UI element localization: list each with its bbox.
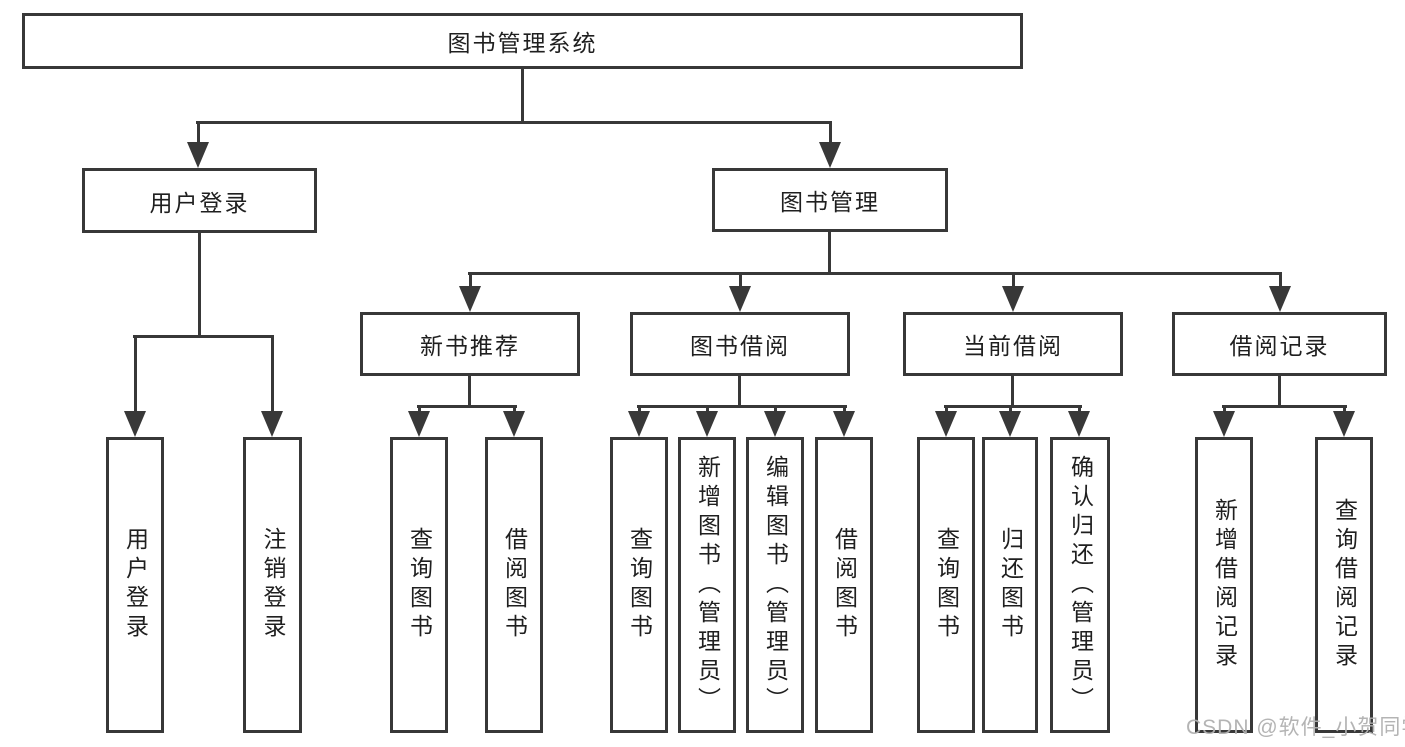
leaf-borrow-books-recommend: 借阅图书: [485, 437, 543, 733]
leaf-logout-label: 注销登录: [260, 527, 286, 643]
arrow-to-leaf-add-borrow-record: [1213, 405, 1235, 437]
arrow-head-icon: [764, 411, 786, 437]
arrow-to-user-login: [187, 121, 209, 168]
arrow-to-book-borrow: [729, 272, 751, 312]
arrow-to-leaf-query-books-current: [935, 405, 957, 437]
arrow-to-current-borrow: [1002, 272, 1024, 312]
arrow-to-leaf-user-login: [124, 335, 146, 437]
arrow-to-leaf-return-books: [999, 405, 1021, 437]
node-book-management: 图书管理: [712, 168, 948, 232]
arrow-to-leaf-confirm-return-admin: [1068, 405, 1090, 437]
arrow-to-new-book-recommend: [459, 272, 481, 312]
leaf-add-book-admin-label: 新增图书（管理员）: [694, 454, 721, 716]
arrow-head-icon: [1333, 411, 1355, 437]
leaf-borrow-books: 借阅图书: [815, 437, 873, 733]
arrow-head-icon: [459, 286, 481, 312]
arrow-head-icon: [408, 411, 430, 437]
arrow-head-icon: [1269, 286, 1291, 312]
arrow-head-icon: [935, 411, 957, 437]
leaf-query-books-borrow-label: 查询图书: [626, 527, 653, 643]
connector-borrow-records-bus: [1222, 405, 1347, 408]
arrow-head-icon: [1002, 286, 1024, 312]
arrow-to-leaf-borrow-books: [833, 405, 855, 437]
arrow-head-icon: [503, 411, 525, 437]
arrow-head-icon: [261, 411, 283, 437]
arrow-head-icon: [124, 411, 146, 437]
node-root-library-system: 图书管理系统: [22, 13, 1023, 69]
node-book-management-label: 图书管理: [780, 189, 880, 215]
node-user-login-label: 用户登录: [149, 189, 250, 216]
arrow-to-borrow-records: [1269, 272, 1291, 312]
leaf-query-books-current-label: 查询图书: [933, 527, 960, 643]
arrow-head-icon: [1213, 411, 1235, 437]
connector-book-borrow-bus: [637, 405, 847, 408]
arrow-head-icon: [819, 142, 841, 168]
connector-new-book-stem: [468, 376, 471, 407]
connector-current-borrow-stem: [1011, 376, 1014, 407]
csdn-watermark: CSDN @软件_小贺同学: [1186, 716, 1405, 739]
leaf-logout: 注销登录: [243, 437, 302, 733]
leaf-add-borrow-record-label: 新增借阅记录: [1211, 498, 1238, 672]
node-root-label: 图书管理系统: [447, 30, 598, 56]
node-book-borrow: 图书借阅: [630, 312, 850, 376]
leaf-user-login-label: 用户登录: [122, 527, 149, 643]
leaf-add-borrow-record: 新增借阅记录: [1195, 437, 1253, 733]
node-current-borrow-label: 当前借阅: [963, 333, 1063, 359]
leaf-user-login: 用户登录: [106, 437, 164, 733]
connector-current-borrow-bus: [944, 405, 1082, 408]
arrow-head-icon: [833, 411, 855, 437]
connector-level3-bus: [468, 272, 1282, 275]
arrow-head-icon: [1068, 411, 1090, 437]
node-current-borrow: 当前借阅: [903, 312, 1123, 376]
node-new-book-recommend: 新书推荐: [360, 312, 580, 376]
node-new-book-recommend-label: 新书推荐: [420, 333, 520, 359]
leaf-add-book-admin: 新增图书（管理员）: [678, 437, 736, 733]
leaf-confirm-return-admin-label: 确认归还（管理员）: [1067, 454, 1094, 716]
arrow-head-icon: [628, 411, 650, 437]
leaf-return-books: 归还图书: [982, 437, 1038, 733]
connector-level2-bus: [196, 121, 832, 124]
node-borrow-records: 借阅记录: [1172, 312, 1387, 376]
arrow-head-icon: [729, 286, 751, 312]
leaf-query-borrow-record-label: 查询借阅记录: [1331, 498, 1358, 672]
arrow-head-icon: [696, 411, 718, 437]
leaf-query-books-borrow: 查询图书: [610, 437, 668, 733]
arrow-stem: [133, 335, 137, 425]
leaf-edit-book-admin: 编辑图书（管理员）: [746, 437, 804, 733]
leaf-query-books-current: 查询图书: [917, 437, 975, 733]
connector-borrow-records-stem: [1278, 376, 1281, 407]
leaf-borrow-books-recommend-label: 借阅图书: [501, 527, 528, 643]
connector-user-login-bus: [133, 335, 274, 338]
arrow-head-icon: [999, 411, 1021, 437]
leaf-borrow-books-label: 借阅图书: [831, 527, 858, 643]
leaf-return-books-label: 归还图书: [997, 527, 1024, 643]
connector-root-stem: [521, 69, 524, 124]
node-borrow-records-label: 借阅记录: [1229, 333, 1330, 359]
arrow-stem: [828, 121, 832, 156]
leaf-query-books-recommend: 查询图书: [390, 437, 448, 733]
arrow-to-leaf-query-borrow-record: [1333, 405, 1355, 437]
connector-book-management-stem: [828, 232, 831, 275]
leaf-edit-book-admin-label: 编辑图书（管理员）: [762, 454, 789, 716]
node-user-login: 用户登录: [82, 168, 317, 233]
leaf-query-books-recommend-label: 查询图书: [406, 527, 433, 643]
arrow-head-icon: [187, 142, 209, 168]
connector-user-login-stem: [198, 233, 201, 337]
arrow-to-leaf-edit-book-admin: [764, 405, 786, 437]
arrow-to-leaf-borrow-books-recommend: [503, 405, 525, 437]
connector-book-borrow-stem: [738, 376, 741, 407]
leaf-confirm-return-admin: 确认归还（管理员）: [1050, 437, 1110, 733]
leaf-query-borrow-record: 查询借阅记录: [1315, 437, 1373, 733]
arrow-to-leaf-query-books-borrow: [628, 405, 650, 437]
arrow-stem: [270, 335, 274, 425]
arrow-to-book-management: [819, 121, 841, 168]
arrow-to-leaf-logout: [261, 335, 283, 437]
arrow-to-leaf-add-book-admin: [696, 405, 718, 437]
arrow-stem: [196, 121, 200, 156]
node-book-borrow-label: 图书借阅: [690, 333, 790, 359]
connector-new-book-bus: [417, 405, 517, 408]
arrow-to-leaf-query-books-recommend: [408, 405, 430, 437]
